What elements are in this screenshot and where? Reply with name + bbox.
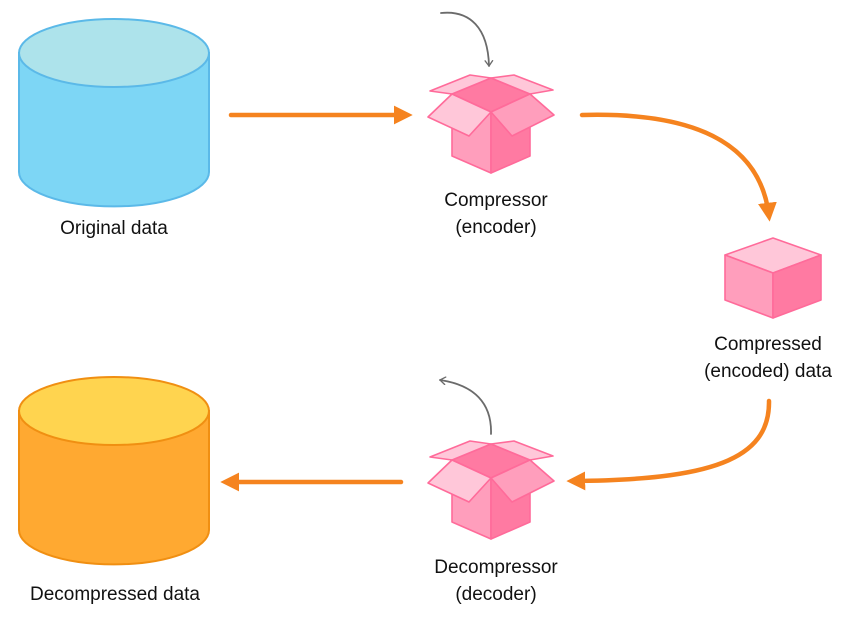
compressor-label-line-2: (encoder) (455, 217, 537, 238)
output-curved-arrow-icon (439, 376, 492, 435)
compressor-open-box-icon (427, 74, 555, 174)
compressor-label: Compressor (encoder) (396, 187, 596, 241)
original-data-label-text: Original data (60, 218, 168, 239)
decompressed-data-cylinder-icon (18, 376, 210, 566)
decompressor-label: Decompressor (decoder) (396, 554, 596, 608)
decompressor-open-box-icon (427, 440, 555, 540)
arrow-compressed-to-decompressor (566, 398, 772, 491)
input-curved-arrow-icon (440, 11, 494, 67)
compressed-data-label-line-2: (encoded) data (704, 361, 832, 382)
decompressor-label-line-2: (decoder) (455, 584, 537, 605)
compressed-data-box-icon (724, 237, 822, 319)
arrow-compressor-to-compressed (579, 112, 777, 222)
decompressed-data-label-text: Decompressed data (29, 584, 201, 605)
compressed-data-label-line-1: Compressed (714, 334, 822, 355)
compressed-data-label: Compressed (encoded) data (673, 331, 862, 385)
compressor-label-line-1: Compressor (444, 190, 548, 211)
decompressor-label-line-1: Decompressor (434, 557, 558, 578)
original-data-label: Original data (14, 215, 214, 242)
decompressed-data-label: Decompressed data (0, 581, 230, 608)
original-data-cylinder-icon (18, 18, 210, 208)
